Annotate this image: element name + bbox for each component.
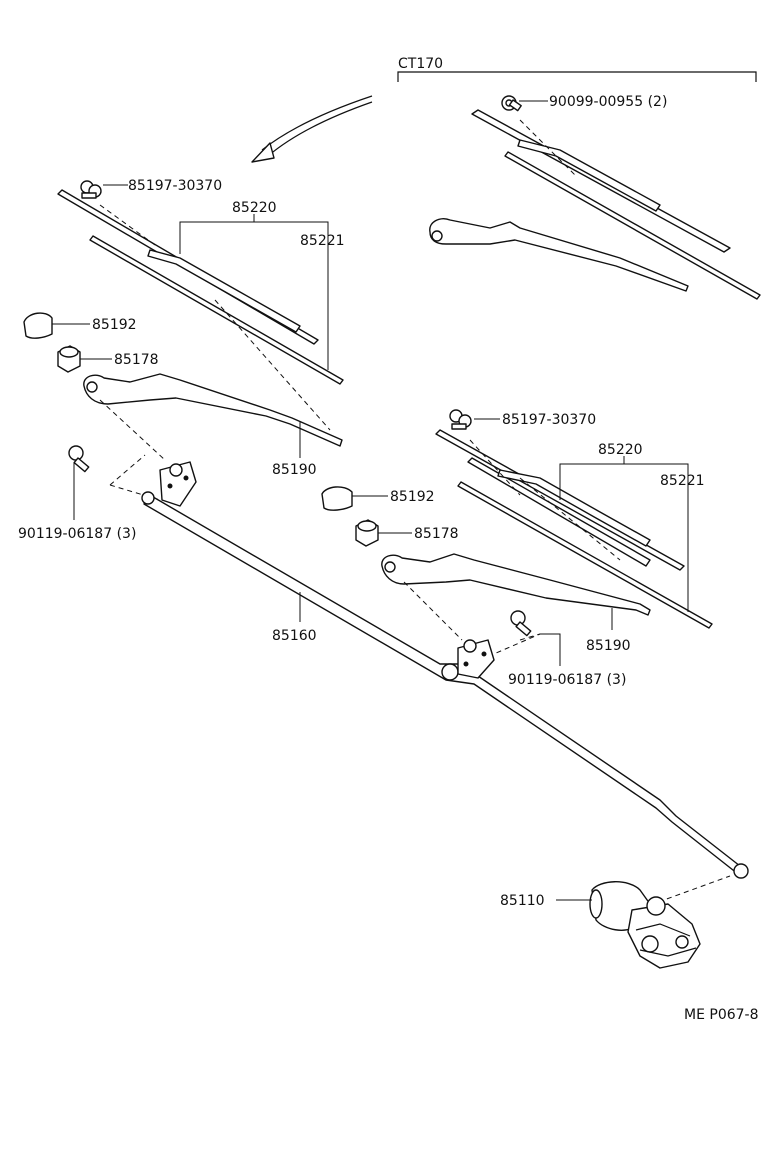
ct170-refill — [504, 151, 761, 300]
figure-code: ME P067-8 — [684, 1007, 759, 1023]
label-right-refill: 85221 — [660, 473, 705, 489]
left-wiper-arm — [83, 373, 343, 447]
left-cover — [23, 312, 53, 339]
label-left-arm: 85190 — [272, 462, 317, 478]
label-right-screw: 85197-30370 — [502, 412, 596, 428]
label-left-blade: 85220 — [232, 200, 277, 216]
label-right-bolts: 90119-06187 (3) — [508, 672, 626, 688]
label-left-screw: 85197-30370 — [128, 178, 222, 194]
wiper-linkage: 85160 — [141, 491, 749, 879]
label-left-bolts: 90119-06187 (3) — [18, 526, 136, 542]
right-refill — [457, 481, 713, 629]
ct170-assembly: 90099-00955 (2) — [429, 94, 761, 300]
variant-arrow-head — [251, 142, 275, 163]
right-pivot-bolt — [510, 610, 532, 637]
left-wiper-blade — [57, 189, 319, 345]
label-ct170-bolt: 90099-00955 (2) — [549, 94, 667, 110]
label-linkage: 85160 — [272, 628, 317, 644]
label-left-nut: 85178 — [114, 352, 159, 368]
left-nut — [57, 345, 81, 373]
label-right-nut: 85178 — [414, 526, 459, 542]
ct170-wiper-arm — [429, 218, 689, 292]
variant-bracket — [397, 71, 757, 82]
label-left-cover: 85192 — [92, 317, 137, 333]
left-assembly: 85197-30370 85220 85221 85192 85178 — [18, 178, 345, 542]
left-pivot-bolt — [68, 445, 90, 473]
right-wiper-arm — [381, 553, 651, 616]
right-nut — [355, 519, 379, 547]
left-pivot — [159, 461, 197, 507]
left-refill — [89, 235, 344, 385]
right-cover — [321, 486, 353, 511]
variant-label: CT170 — [398, 56, 443, 72]
label-motor: 85110 — [500, 893, 545, 909]
label-left-refill: 85221 — [300, 233, 345, 249]
variant-arrow-shaft — [261, 95, 373, 151]
label-right-cover: 85192 — [390, 489, 435, 505]
wiper-motor: 85110 — [500, 875, 731, 969]
ct170-wiper-blade — [471, 109, 731, 253]
right-blade-screw — [449, 409, 472, 430]
variant-arrow-shaft-2 — [267, 101, 373, 157]
variant-header: CT170 — [251, 56, 757, 163]
ct170-bolt — [501, 95, 522, 112]
label-right-arm: 85190 — [586, 638, 631, 654]
right-assembly: 85197-30370 85220 85221 85192 85178 — [321, 409, 713, 688]
right-pivot — [457, 639, 495, 679]
left-blade-screw — [80, 180, 102, 199]
label-right-blade: 85220 — [598, 442, 643, 458]
